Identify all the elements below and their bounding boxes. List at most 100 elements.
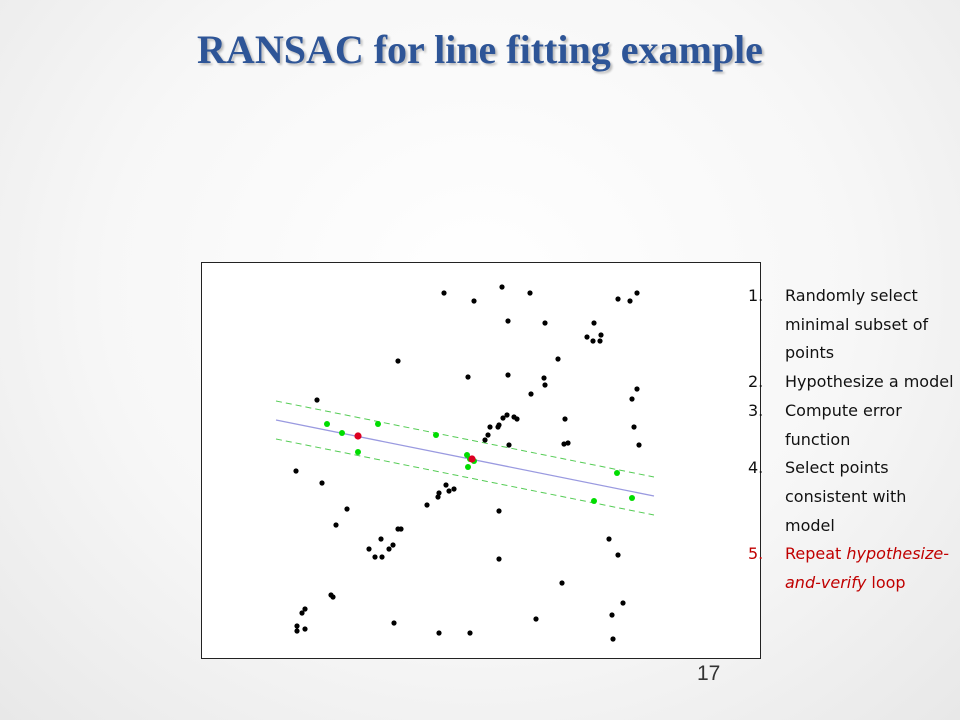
outlier-point bbox=[390, 542, 396, 548]
outlier-point bbox=[302, 606, 308, 612]
step-number: 1. bbox=[748, 286, 764, 305]
outlier-point bbox=[471, 298, 477, 304]
outlier-point bbox=[562, 416, 568, 422]
outlier-point bbox=[299, 610, 305, 616]
outlier-point bbox=[634, 290, 640, 296]
outlier-point bbox=[485, 432, 491, 438]
inlier-point bbox=[629, 495, 635, 501]
outlier-point bbox=[398, 526, 404, 532]
outlier-point bbox=[615, 296, 621, 302]
outlier-point bbox=[606, 536, 612, 542]
outlier-point bbox=[499, 284, 505, 290]
step-text: Randomly select minimal subset of points bbox=[785, 286, 929, 363]
outlier-point bbox=[435, 494, 441, 500]
outlier-point bbox=[496, 508, 502, 514]
outlier-point bbox=[590, 338, 596, 344]
step-item-1: 1. Randomly select minimal subset of poin… bbox=[748, 282, 958, 368]
outlier-point bbox=[330, 594, 336, 600]
outlier-point bbox=[451, 486, 457, 492]
inlier-point bbox=[355, 449, 361, 455]
outlier-point bbox=[561, 441, 567, 447]
outlier-point bbox=[541, 375, 547, 381]
outlier-point bbox=[555, 356, 561, 362]
outlier-point bbox=[542, 320, 548, 326]
slide-title: RANSAC for line fitting example bbox=[197, 27, 763, 72]
outlier-point bbox=[506, 442, 512, 448]
outlier-point bbox=[610, 636, 616, 642]
outlier-point bbox=[302, 626, 308, 632]
outlier-point bbox=[542, 382, 548, 388]
outlier-point bbox=[629, 396, 635, 402]
page-number: 17 bbox=[697, 662, 721, 685]
outlier-point bbox=[391, 620, 397, 626]
outlier-point bbox=[424, 502, 430, 508]
outlier-point bbox=[496, 556, 502, 562]
step-text: Select points consistent with model bbox=[785, 458, 907, 535]
outlier-point bbox=[386, 546, 392, 552]
inlier-point bbox=[614, 470, 620, 476]
outlier-point bbox=[559, 580, 565, 586]
outlier-point bbox=[366, 546, 372, 552]
outlier-point bbox=[634, 386, 640, 392]
outlier-point bbox=[378, 536, 384, 542]
outlier-point bbox=[615, 552, 621, 558]
outlier-point bbox=[467, 630, 473, 636]
outlier-point bbox=[294, 623, 300, 629]
inlier-point bbox=[433, 432, 439, 438]
outlier-point bbox=[379, 554, 385, 560]
outlier-point bbox=[609, 612, 615, 618]
step-item-4: 4. Select points consistent with model bbox=[748, 454, 958, 540]
outlier-point bbox=[319, 480, 325, 486]
model-line bbox=[275, 419, 655, 497]
outlier-point bbox=[505, 372, 511, 378]
outlier-point bbox=[443, 482, 449, 488]
threshold-line-lower bbox=[275, 438, 655, 516]
outlier-point bbox=[293, 468, 299, 474]
outlier-point bbox=[294, 628, 300, 634]
outlier-point bbox=[636, 442, 642, 448]
scatter-plot-panel bbox=[201, 262, 761, 659]
step-item-2: 2.Hypothesize a model bbox=[748, 368, 958, 397]
outlier-point bbox=[344, 506, 350, 512]
outlier-point bbox=[482, 437, 488, 443]
step-number: 2. bbox=[748, 372, 764, 392]
outlier-point bbox=[631, 424, 637, 430]
outlier-point bbox=[446, 488, 452, 494]
step-number: 5. bbox=[748, 544, 764, 564]
outlier-point bbox=[314, 397, 320, 403]
outlier-point bbox=[372, 554, 378, 560]
inlier-point bbox=[465, 464, 471, 470]
outlier-point bbox=[528, 391, 534, 397]
outlier-point bbox=[504, 412, 510, 418]
outlier-point bbox=[627, 298, 633, 304]
sampled-point bbox=[468, 455, 476, 463]
outlier-point bbox=[620, 600, 626, 606]
step-number: 4. bbox=[748, 458, 764, 478]
step-item-3: 3. Compute error function bbox=[748, 397, 958, 454]
step-number: 3. bbox=[748, 400, 764, 420]
step-item-5: 5.Repeat hypothesize-and-verify loop bbox=[748, 540, 958, 597]
inlier-point bbox=[591, 498, 597, 504]
outlier-point bbox=[436, 490, 442, 496]
scatter-plot bbox=[275, 284, 655, 642]
outlier-point bbox=[591, 320, 597, 326]
step-text-pre: Repeat bbox=[785, 544, 847, 564]
inlier-point bbox=[324, 421, 330, 427]
outlier-point bbox=[487, 424, 493, 430]
outlier-point bbox=[465, 374, 471, 380]
outlier-point bbox=[527, 290, 533, 296]
outlier-point bbox=[333, 522, 339, 528]
outlier-point bbox=[395, 358, 401, 364]
outlier-point bbox=[500, 415, 506, 421]
outlier-point bbox=[436, 630, 442, 636]
outlier-point bbox=[495, 424, 501, 430]
outlier-point bbox=[505, 318, 511, 324]
outlier-point bbox=[441, 290, 447, 296]
outlier-point bbox=[565, 440, 571, 446]
inlier-point bbox=[339, 430, 345, 436]
inlier-point bbox=[375, 421, 381, 427]
sampled-point bbox=[354, 432, 362, 440]
threshold-line-upper bbox=[275, 400, 655, 478]
outlier-point bbox=[533, 616, 539, 622]
step-text: Compute error function bbox=[785, 400, 902, 449]
